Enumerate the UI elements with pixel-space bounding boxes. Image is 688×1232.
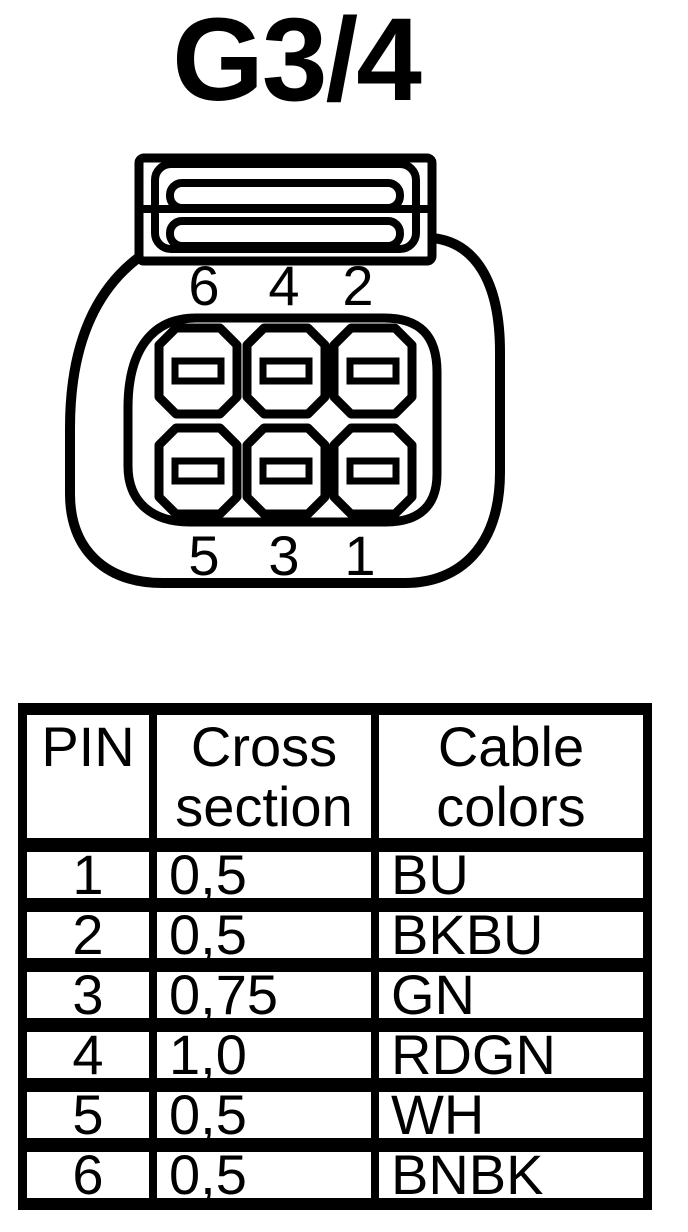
latch [134,153,437,266]
pin-label-4: 4 [268,254,299,317]
latch-lower-slot [166,217,404,250]
cell-pin: 6 [23,1145,153,1205]
cell-cable-color: BU [375,845,647,905]
page-title: G3/4 [172,0,422,126]
table-row: 2 0,5 BKBU [23,905,647,965]
cell-cross-section: 0,5 [153,845,375,905]
table-row: 1 0,5 BU [23,845,647,905]
pin-table: PIN Cross section Cable colors 1 0,5 BU … [18,703,652,1210]
connector-diagram: 6 4 2 5 3 1 [65,153,505,588]
pin-cavity-2-slot [346,357,400,385]
pin-label-6: 6 [188,254,219,317]
pin-cavity-3 [242,423,330,519]
header-cross-section: Cross section [153,708,375,845]
cell-cable-color: WH [375,1085,647,1145]
pin-label-1: 1 [344,524,375,587]
pin-cavity-5 [154,423,242,519]
cell-cable-color: RDGN [375,1025,647,1085]
cell-cable-color: BKBU [375,905,647,965]
pin-label-5: 5 [188,524,219,587]
pin-cavity-6 [154,323,242,419]
pin-cavity-1 [329,423,417,519]
table-row: 5 0,5 WH [23,1085,647,1145]
pin-cavity-1-slot [346,457,400,485]
pin-cavity-4 [242,323,330,419]
cell-pin: 5 [23,1085,153,1145]
cell-cross-section: 0,75 [153,965,375,1025]
pin-cavity-4-slot [259,357,313,385]
cell-pin: 4 [23,1025,153,1085]
table-row: 3 0,75 GN [23,965,647,1025]
cell-cross-section: 0,5 [153,1085,375,1145]
cell-cable-color: GN [375,965,647,1025]
latch-upper-slot [166,179,404,212]
cell-pin: 2 [23,905,153,965]
table-row: 6 0,5 BNBK [23,1145,647,1205]
cell-cross-section: 0,5 [153,1145,375,1205]
cell-cable-color: BNBK [375,1145,647,1205]
cell-cross-section: 0,5 [153,905,375,965]
table-header-row: PIN Cross section Cable colors [23,708,647,845]
cell-cross-section: 1,0 [153,1025,375,1085]
cell-pin: 3 [23,965,153,1025]
header-cable-colors: Cable colors [375,708,647,845]
pin-cavity-3-slot [259,457,313,485]
table-row: 4 1,0 RDGN [23,1025,647,1085]
pin-cavity-5-slot [171,457,225,485]
pin-label-3: 3 [268,524,299,587]
header-pin: PIN [23,708,153,845]
pin-cavity-2 [329,323,417,419]
pin-label-2: 2 [342,254,373,317]
pin-cavity-6-slot [171,357,225,385]
cell-pin: 1 [23,845,153,905]
